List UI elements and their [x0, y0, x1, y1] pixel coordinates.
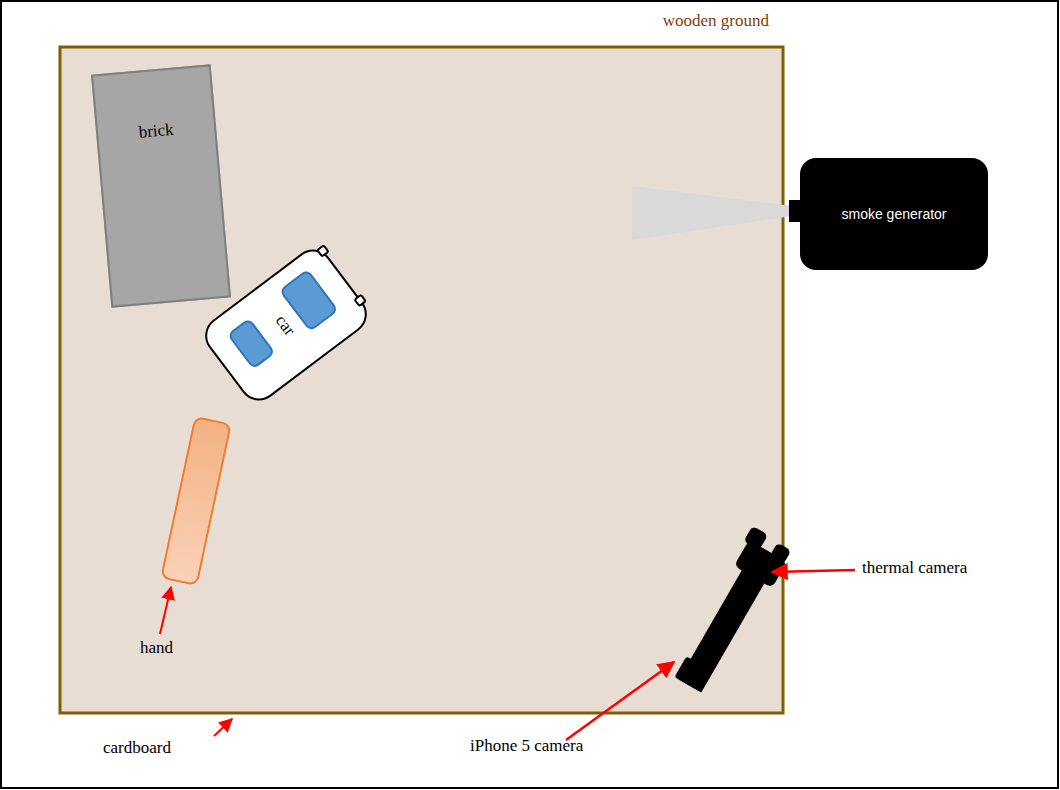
- wooden-ground: [60, 47, 783, 713]
- hand-shape: [161, 417, 230, 585]
- smoke-generator-box: smoke generator: [800, 158, 988, 270]
- car-mirror: [316, 244, 330, 258]
- car-window: [227, 318, 276, 370]
- leader-line: [160, 587, 171, 634]
- node-text: wooden ground: [663, 11, 769, 31]
- ground-region: wooden groundbrickcar: [60, 47, 783, 713]
- node-text: smoke generator: [841, 206, 946, 222]
- camera-rig: [667, 526, 794, 697]
- smoke-cone: [632, 186, 792, 240]
- part-label: iPhone 5 camera: [470, 736, 583, 756]
- car-mirror: [353, 293, 367, 307]
- part-label: cardboard: [103, 738, 171, 758]
- brick-block: brick: [91, 64, 231, 308]
- leader-line: [566, 662, 674, 740]
- part-label: thermal camera: [862, 558, 967, 578]
- node-text: brick: [138, 120, 175, 143]
- leader-line: [772, 570, 855, 572]
- part-label: hand: [140, 638, 173, 658]
- leader-line: [214, 719, 232, 736]
